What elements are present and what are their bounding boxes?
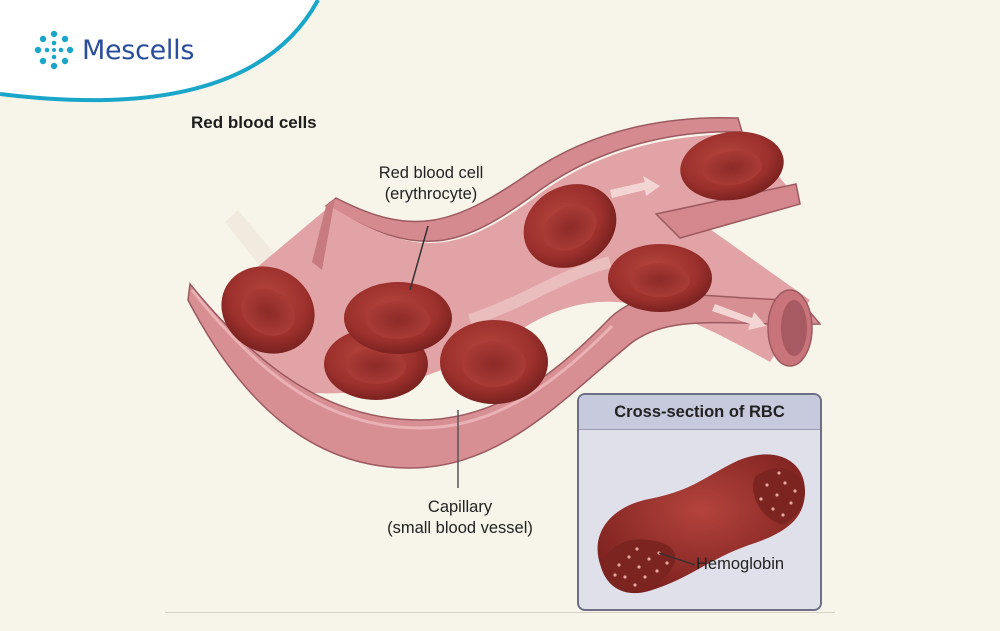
brand-swoosh	[0, 0, 320, 103]
red-blood-cell	[608, 244, 712, 312]
rbc-label-line1: Red blood cell	[378, 164, 484, 182]
red-blood-cell	[221, 266, 315, 354]
brand-name: Mescells	[82, 34, 195, 66]
rbc-label-line2: (erythrocyte)	[384, 185, 478, 203]
vessel-front-wall	[187, 282, 822, 469]
red-blood-cell	[680, 131, 784, 201]
hemoglobin-leader-line	[658, 552, 696, 566]
capillary-label-line2: (small blood vessel)	[387, 519, 533, 537]
red-blood-cell	[440, 320, 548, 404]
rbc-label: Red blood cell (erythrocyte)	[345, 163, 517, 205]
flow-arrow	[712, 304, 766, 330]
flow-arrow	[610, 176, 660, 198]
rbc-leader-line	[409, 225, 429, 291]
red-blood-cell-labeled	[344, 282, 452, 354]
diagram-heading: Red blood cells	[191, 113, 317, 132]
inset-title: Cross-section of RBC	[579, 395, 820, 430]
vessel-back-wall	[324, 117, 744, 243]
rbc-cross-section-panel: Cross-section of RBC Hemoglobin	[577, 393, 822, 611]
capillary-label: Capillary (small blood vessel)	[356, 497, 564, 539]
cell-cluster-icon	[34, 30, 74, 70]
brand-logo: Mescells	[34, 30, 194, 70]
bottom-divider	[165, 612, 835, 613]
capillary-label-line1: Capillary	[427, 498, 493, 516]
hemoglobin-label: Hemoglobin	[696, 555, 785, 573]
red-blood-cell	[523, 184, 617, 268]
rbc-cross-section-illustration	[597, 454, 805, 594]
